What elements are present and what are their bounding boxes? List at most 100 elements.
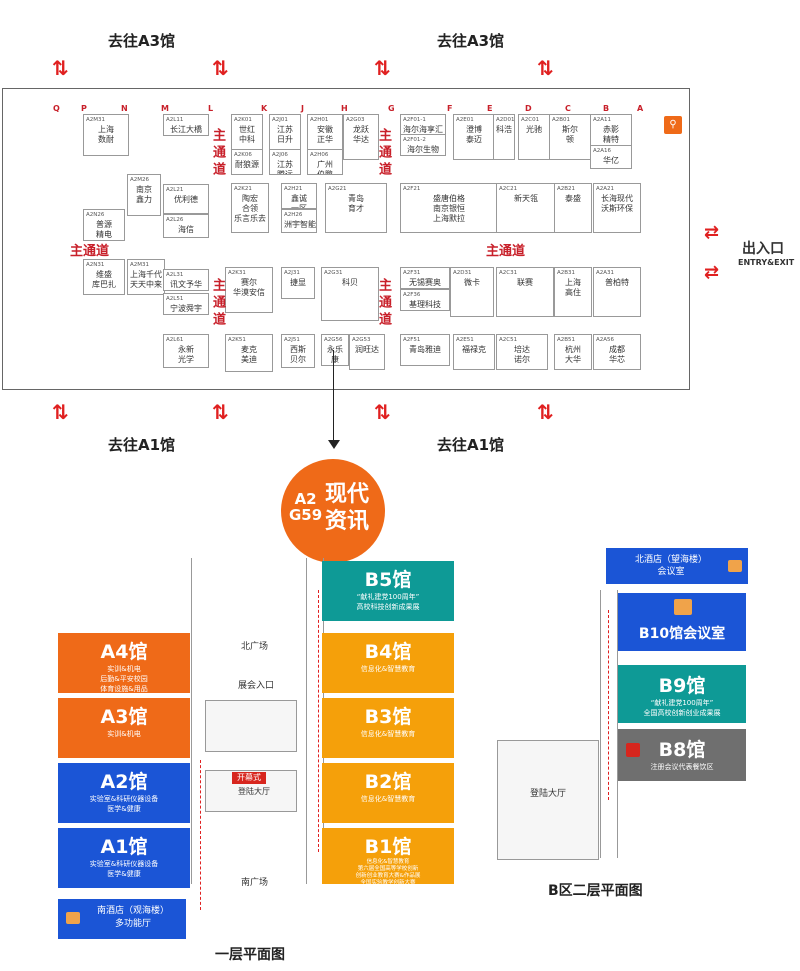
- route-line: [200, 760, 201, 910]
- double-arrow-icon: ⇅: [374, 56, 391, 80]
- badge-name: 现代 资讯: [325, 482, 370, 534]
- meeting-icon: [728, 560, 742, 572]
- direction-to-a3-right: 去往A3馆: [437, 32, 505, 50]
- pointer-line: [333, 350, 334, 445]
- booth-name: 成都 华芯: [609, 345, 625, 364]
- b2-lobby-building: [497, 740, 599, 860]
- booth-name: 讯文予华: [170, 280, 202, 289]
- main-aisle-label: 主通道: [376, 278, 391, 329]
- booth-code: A2G21: [328, 186, 347, 192]
- booth-name: 上海千代 天天中来: [130, 270, 162, 289]
- booth-code: A2A16: [593, 148, 612, 154]
- booth-name: 光驰: [526, 125, 542, 134]
- hall-b2[interactable]: B2馆信息化&智慧教育: [322, 763, 454, 823]
- hall-a2[interactable]: A2馆实验室&科研仪器设备 医学&健康: [58, 763, 190, 823]
- booth-code: A2G56: [324, 337, 343, 343]
- column-letter: K: [261, 104, 268, 113]
- hall-b3[interactable]: B3馆信息化&智慧教育: [322, 698, 454, 758]
- direction-to-a3-left: 去往A3馆: [108, 32, 176, 50]
- column-letter: Q: [53, 104, 60, 113]
- booth-name: 无锡赛奥: [409, 278, 441, 287]
- hall-subtitle: 信息化&智慧教育: [360, 730, 416, 738]
- south-square-label: 南广场: [241, 878, 269, 888]
- booth[interactable]: A2F21 盛唐伯格 南京银恒 上海默拉: [400, 183, 498, 233]
- hall-a1[interactable]: A1馆实验室&科研仪器设备 医学&健康: [58, 828, 190, 888]
- main-aisle-label: 主通道: [210, 278, 225, 329]
- booth[interactable]: A2G56 永乐 康: [321, 334, 349, 366]
- double-arrow-icon: ⇅: [212, 400, 229, 424]
- booth-name: 盛唐伯格 南京银恒 上海默拉: [433, 194, 465, 223]
- hall-b5[interactable]: B5馆“献礼建党100周年” 高校科技创新成果展: [322, 561, 454, 621]
- hall-b1[interactable]: B1馆信息化&智慧教育 第六届全国高等学校创新 创新创业教育大赛&作品展 全国实…: [322, 828, 454, 886]
- hall-title: A2馆: [100, 771, 148, 793]
- hall-a4[interactable]: A4馆实训&机电 后勤&平安校园 体育设施&用品: [58, 633, 190, 693]
- booth-code: A2B31: [557, 270, 576, 276]
- booth-code: A2F21: [403, 186, 421, 192]
- double-arrow-icon: ⇅: [52, 56, 69, 80]
- hall-b4[interactable]: B4馆信息化&智慧教育: [322, 633, 454, 693]
- booth-name: 微卡: [464, 278, 480, 287]
- double-arrow-icon: ⇅: [212, 56, 229, 80]
- highlight-booth-badge: A2 G59 现代 资讯: [281, 459, 385, 563]
- booth-name: 上海 数耐: [98, 125, 114, 144]
- booth-name: 泰盛: [565, 194, 581, 203]
- booth-name: 永乐 康: [327, 345, 343, 364]
- entrance-label: 展会入口: [238, 681, 275, 691]
- hall-a3[interactable]: A3馆实训&机电: [58, 698, 190, 758]
- b10-label: B10馆会议室: [638, 626, 726, 642]
- booth-name: 基理科技: [409, 300, 441, 309]
- booth-name: 普源 精电: [96, 220, 112, 239]
- hall-title: B1馆: [364, 836, 412, 858]
- booth-code: A2G31: [324, 270, 343, 276]
- column-letter: J: [301, 104, 304, 113]
- exit-label-en: ENTRY&EXIT: [738, 258, 795, 267]
